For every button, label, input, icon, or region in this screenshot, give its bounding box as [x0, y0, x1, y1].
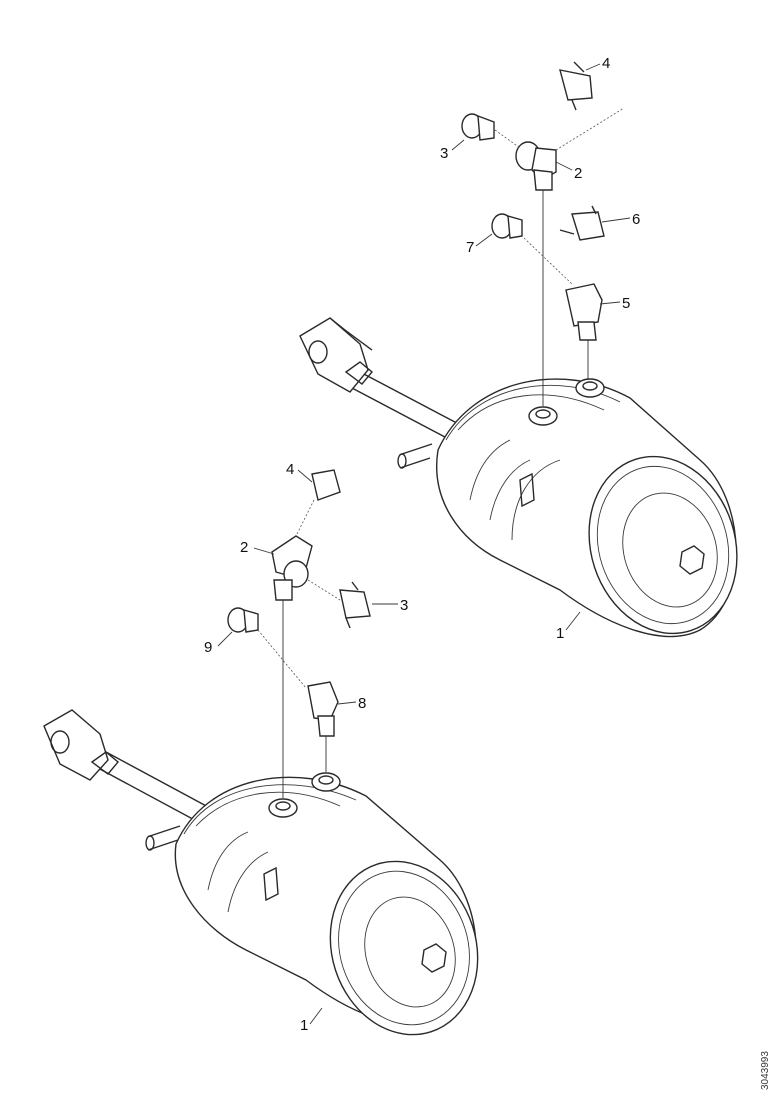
callout-lower-1: 1 [300, 1017, 308, 1034]
upper-fitting-2-elbow [515, 141, 557, 191]
upper-fitting-4-sensor [559, 61, 593, 111]
lower-fitting-9-nut [227, 607, 259, 633]
callout-upper-7: 7 [466, 239, 474, 256]
callout-upper-2: 2 [574, 165, 582, 182]
upper-chamber-body [436, 378, 738, 638]
upper-fitting-3-nut [461, 113, 495, 141]
callout-lower-9: 9 [204, 639, 212, 656]
upper-fitting-6-sensor [559, 205, 605, 241]
callout-upper-4: 4 [602, 55, 610, 72]
lower-fitting-4-cap [311, 469, 341, 501]
upper-brake-chamber-assembly [299, 61, 738, 638]
callout-upper-6: 6 [632, 211, 640, 228]
lower-chamber-body [174, 772, 479, 1036]
lower-fitting-8-elbow [307, 681, 339, 737]
callout-upper-5: 5 [622, 295, 630, 312]
upper-push-rod [299, 317, 471, 469]
callout-lower-2: 2 [240, 539, 248, 556]
callout-leaders [217, 63, 631, 1025]
callout-lower-3: 3 [400, 597, 408, 614]
figure-reference-number: 3043993 [760, 1051, 771, 1090]
callout-upper-3: 3 [440, 145, 448, 162]
lower-fitting-2-elbow [271, 535, 313, 601]
upper-fitting-5-elbow [565, 283, 603, 341]
lower-fitting-3-sensor [339, 581, 371, 629]
callout-lower-8: 8 [358, 695, 366, 712]
callout-lower-4: 4 [286, 461, 294, 478]
lower-push-rod [43, 709, 211, 851]
callout-labels: 4 3 2 6 7 5 1 4 2 3 9 8 1 [204, 55, 640, 1034]
callout-upper-1: 1 [556, 625, 564, 642]
lower-brake-chamber-assembly [43, 469, 479, 1036]
upper-fitting-7-nut [491, 213, 523, 239]
